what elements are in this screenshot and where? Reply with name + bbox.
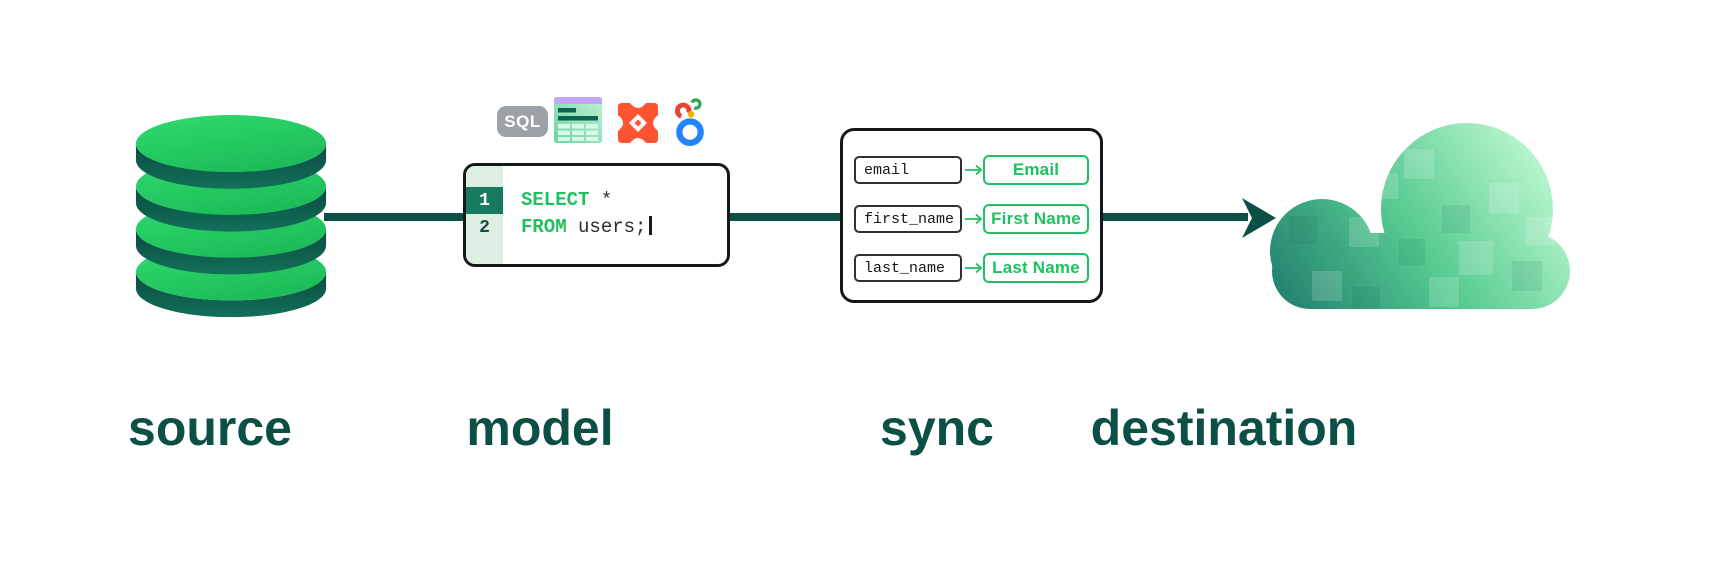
code-line-2: FROM users; <box>521 214 727 241</box>
mapping-arrow-icon <box>965 262 983 274</box>
sql-code-text: * <box>589 189 613 211</box>
destination-field-box: Email <box>983 155 1089 185</box>
mapping-arrow-icon <box>965 213 983 225</box>
code-area: SELECT * FROM users; <box>503 166 727 264</box>
sql-keyword: FROM <box>521 216 567 238</box>
stage-label-sync: sync <box>880 400 994 456</box>
stage-label-model: model <box>466 400 614 456</box>
code-line-1: SELECT * <box>521 187 727 214</box>
sync-mapping-panel: email Email first_name First Name last_n… <box>840 128 1103 303</box>
stage-label-source: source <box>128 400 292 456</box>
mapping-row: first_name First Name <box>843 204 1100 234</box>
source-field-box: last_name <box>854 254 962 282</box>
sql-code-text: users; <box>566 216 647 238</box>
line-number-2: 2 <box>479 217 490 238</box>
mapping-row: email Email <box>843 155 1100 185</box>
mapping-arrow-icon <box>965 164 983 176</box>
sql-badge: SQL <box>497 106 548 137</box>
sql-keyword: SELECT <box>521 189 590 211</box>
destination-field-box: First Name <box>983 204 1089 234</box>
dbt-icon <box>618 103 658 143</box>
flow-arrowhead-icon <box>1242 198 1276 238</box>
destination-cloud-icon <box>1270 123 1570 309</box>
spreadsheet-icon <box>554 97 602 143</box>
destination-field-box: Last Name <box>983 253 1089 283</box>
flow-line-sync-to-destination <box>1101 213 1248 221</box>
flow-line-source-to-model <box>324 213 466 221</box>
source-field-box: email <box>854 156 962 184</box>
line-number-gutter: 1 2 <box>466 166 503 264</box>
looker-icon <box>674 98 704 147</box>
line-number-1: 1 <box>466 187 503 214</box>
flow-line-model-to-sync <box>728 213 842 221</box>
stage-label-destination: destination <box>1090 400 1358 456</box>
text-cursor <box>649 216 652 235</box>
source-field-box: first_name <box>854 205 962 233</box>
sql-editor: 1 2 SELECT * FROM users; <box>463 163 730 267</box>
mapping-row: last_name Last Name <box>843 253 1100 283</box>
database-icon <box>135 115 327 318</box>
